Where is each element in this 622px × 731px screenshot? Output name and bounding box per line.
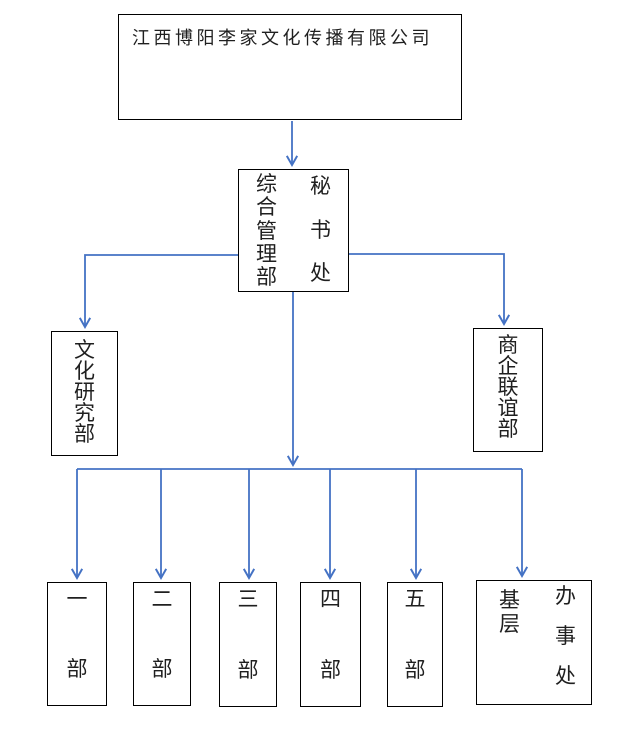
admin-office-box: 综合管理部 秘书处 bbox=[238, 169, 349, 292]
admin-office-label-col1: 综合管理部 bbox=[256, 172, 277, 289]
connector-admin-to-culture bbox=[78, 254, 238, 329]
dept-2-label: 二部 bbox=[151, 587, 173, 681]
dept-4-box: 四部 bbox=[300, 582, 361, 707]
admin-office-label-col2: 秘书处 bbox=[310, 174, 331, 285]
culture-research-box: 文化研究部 bbox=[51, 331, 118, 456]
grassroots-office-label-col1: 基层 bbox=[499, 588, 520, 636]
dept-5-box: 五部 bbox=[387, 582, 443, 707]
dept-3-box: 三部 bbox=[219, 582, 277, 707]
business-liaison-label: 商企联谊部 bbox=[497, 333, 519, 441]
culture-research-label: 文化研究部 bbox=[74, 338, 95, 446]
dept-1-label: 一部 bbox=[66, 587, 88, 681]
connector-admin-to-business bbox=[349, 253, 511, 326]
dept-5-label: 五部 bbox=[404, 587, 426, 682]
dept-2-box: 二部 bbox=[133, 582, 191, 706]
dept-3-label: 三部 bbox=[237, 587, 259, 682]
dept-1-box: 一部 bbox=[47, 582, 107, 706]
grassroots-office-box: 基层 办事处 bbox=[476, 580, 592, 705]
company-label: 江西博阳李家文化传播有限公司 bbox=[132, 28, 433, 48]
company-box: 江西博阳李家文化传播有限公司 bbox=[118, 14, 462, 120]
business-liaison-box: 商企联谊部 bbox=[473, 328, 543, 452]
dept-4-label: 四部 bbox=[320, 587, 341, 682]
grassroots-office-label-col2: 办事处 bbox=[555, 584, 576, 688]
